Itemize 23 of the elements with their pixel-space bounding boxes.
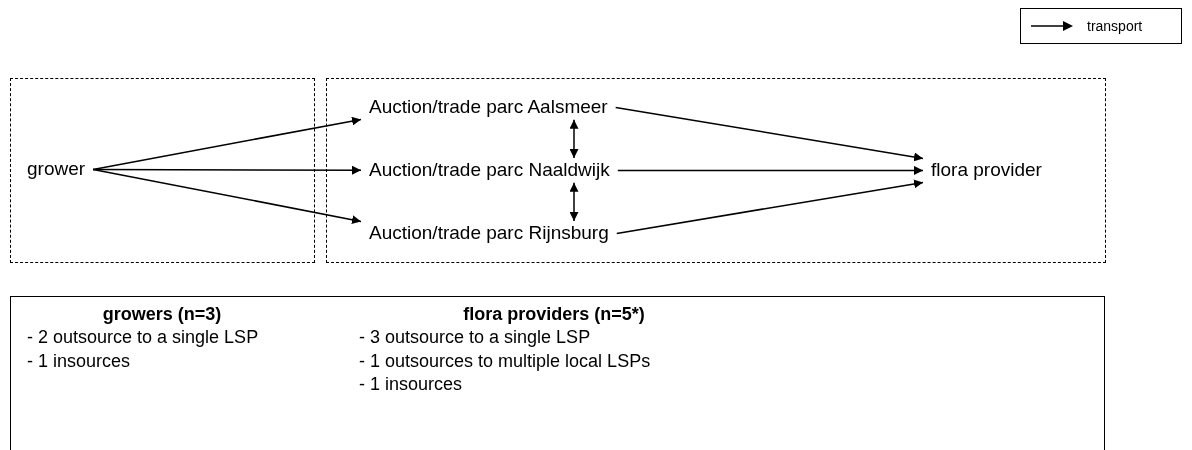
- arrow: [569, 119, 579, 159]
- dashed-group-box: [10, 78, 315, 263]
- node-label: Auction/trade parc Aalsmeer: [369, 96, 608, 119]
- arrow: [92, 116, 362, 171]
- list-item: - 1 insources: [27, 349, 132, 373]
- node-label: grower: [27, 158, 86, 181]
- column-heading: growers (n=3): [101, 303, 223, 326]
- arrow: [614, 106, 924, 162]
- legend-label: transport: [1087, 18, 1143, 34]
- node-label: Auction/trade parc Rijnsburg: [369, 222, 609, 245]
- list-item: - 1 outsources to multiple local LSPs: [359, 349, 652, 373]
- list-item: - 3 outsource to a single LSP: [359, 326, 592, 350]
- list-item: - 1 insources: [359, 373, 464, 397]
- summary-panel: [10, 296, 1105, 450]
- arrow: [569, 182, 579, 222]
- node-label: Auction/trade parc Naaldwijk: [369, 159, 610, 182]
- dashed-group-box: [326, 78, 1106, 263]
- column-heading: flora providers (n=5*): [462, 303, 646, 326]
- arrow: [617, 165, 924, 175]
- node-label: flora provider: [931, 159, 1042, 182]
- arrow: [616, 179, 924, 235]
- list-item: - 2 outsource to a single LSP: [27, 326, 260, 350]
- arrow: [92, 168, 362, 225]
